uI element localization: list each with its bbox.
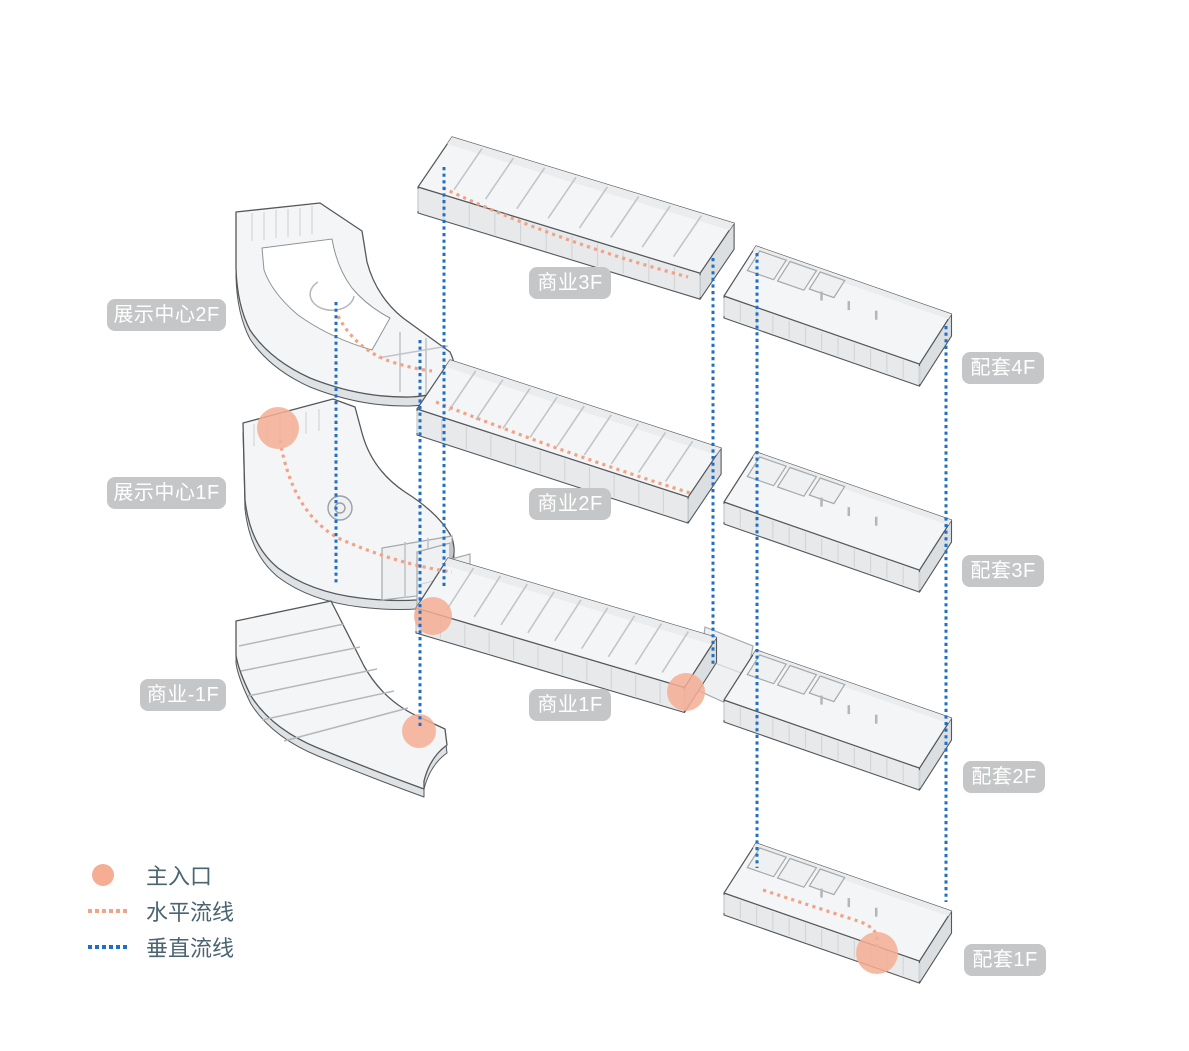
floor-label-annex-4f: 配套4F <box>962 352 1044 384</box>
circulation-overlay <box>257 167 948 974</box>
circulation-horizontal-exhibition-1f <box>278 439 453 574</box>
floor-label-exhibition-2f: 展示中心2F <box>107 299 226 331</box>
floor-label-commercial-2f: 商业2F <box>529 488 611 520</box>
plate-commercial-1f <box>415 542 754 714</box>
floor-label-commercial-b1f: 商业-1F <box>140 679 226 711</box>
legend-label: 主入口 <box>146 863 213 889</box>
legend: 主入口 水平流线 垂直流线 <box>88 862 234 961</box>
plate-annex-3f <box>723 451 953 593</box>
entrance-dot-annex-1f <box>856 932 898 974</box>
floor-label-annex-3f: 配套3F <box>962 555 1044 587</box>
floor-label-commercial-1f: 商业1F <box>529 689 611 721</box>
legend-item-vertical-circulation: 垂直流线 <box>88 934 234 961</box>
entrance-dot-icon <box>88 863 132 886</box>
circulation-horizontal-commercial-2f <box>435 400 691 495</box>
floor-label-exhibition-1f: 展示中心1F <box>107 477 226 509</box>
entrance-dot-commercial-1f-west <box>414 597 452 635</box>
vertical-dotted-line-icon <box>88 944 132 949</box>
entrance-dot-commercial-1f-east <box>667 673 705 711</box>
plate-commercial-b1f <box>235 600 448 798</box>
legend-label: 垂直流线 <box>146 935 235 961</box>
plate-annex-1f <box>723 842 953 984</box>
entrance-dot-exhibition-1f <box>257 407 299 449</box>
floor-label-commercial-3f: 商业3F <box>529 267 611 299</box>
plate-exhibition-2f <box>235 202 456 407</box>
horizontal-dotted-line-icon <box>88 908 132 913</box>
floor-label-annex-1f: 配套1F <box>964 944 1046 976</box>
legend-label: 水平流线 <box>146 899 235 925</box>
plate-commercial-3f <box>417 136 735 300</box>
legend-item-horizontal-circulation: 水平流线 <box>88 898 234 925</box>
legend-item-main-entrance: 主入口 <box>88 862 234 889</box>
plate-annex-2f <box>723 649 953 791</box>
plate-annex-4f <box>723 245 953 387</box>
floor-label-annex-2f: 配套2F <box>963 761 1045 793</box>
plate-commercial-2f <box>416 359 722 524</box>
entrance-dot-commercial-b1f <box>402 714 436 748</box>
